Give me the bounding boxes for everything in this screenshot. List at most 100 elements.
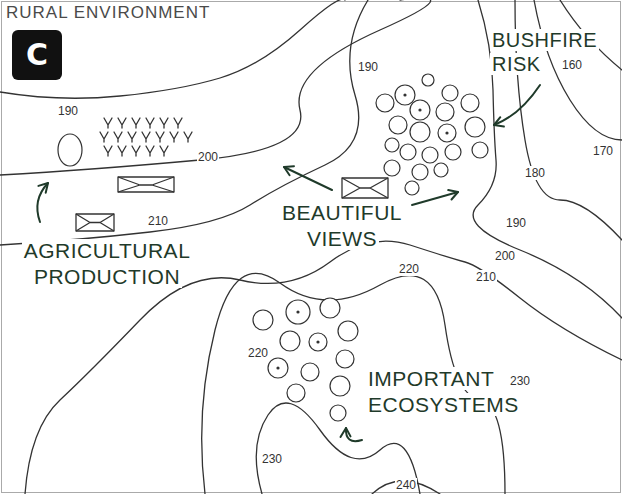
pond-symbol [58,134,82,166]
contour-line [534,0,622,140]
contour-label-box: 210 [475,267,497,285]
tree-symbol [422,74,434,86]
tree-symbol [410,100,430,120]
area-label: IMPORTANT ECOSYSTEMS [366,367,521,416]
house-symbol [76,214,114,231]
contour-label-box: 190 [505,213,527,231]
contour-label: 190 [357,60,379,74]
contour-label-box: 220 [247,343,269,361]
label-box: AGRICULTURAL PRODUCTION [12,238,202,290]
contour-label-box: 200 [494,246,516,264]
tree-symbol [309,333,327,351]
arrow-head [341,428,351,437]
area-label: BEAUTIFUL VIEWS [280,201,404,250]
tree-symbol [330,376,350,396]
tree-symbol [461,94,479,112]
contour-label: 240 [395,478,417,492]
arrow-head [284,166,294,175]
house-symbol [118,177,174,192]
tree-dot [316,340,319,343]
tree-dot [276,366,279,369]
leader-arrow [37,183,48,222]
contour-label-box: 230 [261,449,283,467]
house-roof-lines [76,214,114,231]
tree-symbol [301,363,319,381]
tree-symbol [422,147,438,163]
contour-line [256,403,420,494]
tree-dot [445,131,448,134]
tree-dot [296,310,299,313]
tree-symbol [376,94,394,112]
arrow-head [38,183,48,193]
contour-label: 190 [57,104,79,118]
contour-line [0,0,431,175]
tree-symbol [465,117,485,137]
tree-dot [403,93,406,96]
tree-symbol [336,350,354,368]
leader-arrow [494,85,540,125]
contour-label: 220 [398,262,420,276]
tree-symbol [434,163,448,177]
tree-symbol [253,310,273,330]
tree-symbol [287,384,305,402]
arrow-head [448,190,458,199]
tree-symbol [268,358,288,378]
contour-line [473,0,622,318]
tree-symbol [412,164,428,180]
tree-symbol [442,85,458,101]
leader-arrow [284,167,332,190]
map-title: RURAL ENVIRONMENT [6,3,210,23]
crop-symbols [100,118,192,156]
contour-label: 200 [197,150,219,164]
tree-symbol [400,144,416,160]
tree-symbol [405,181,419,195]
arrow-head [494,117,504,126]
contour-label: 190 [505,216,527,230]
contour-label: 160 [561,58,583,72]
panel-letter-badge: C [12,30,62,80]
tree-symbol [280,331,300,351]
contour-label-box: 190 [357,57,379,75]
tree-symbol [389,116,407,134]
house-symbol [342,178,388,198]
tree-symbol [330,405,346,421]
contour-label: 230 [261,452,283,466]
tree-symbol [384,160,400,176]
contour-label-box: 230 [509,371,531,389]
tree-symbol [472,142,488,158]
house-roof-lines [118,177,174,192]
contour-label-box: 200 [197,147,219,165]
tree-symbol [320,298,340,318]
contour-label-box: 160 [561,55,583,73]
contour-label: 220 [247,346,269,360]
label-box: BEAUTIFUL VIEWS [262,200,422,252]
tree-symbol [445,144,461,160]
contour-label-box: 210 [147,211,169,229]
contour-label: 200 [494,249,516,263]
panel-letter: C [26,40,48,70]
contour-label: 230 [509,374,531,388]
house-roof-lines [342,178,388,198]
contour-label-box: 170 [592,141,614,159]
leader-arrow [346,428,362,441]
tree-symbol [286,300,310,324]
tree-symbol [410,122,430,142]
contour-label-box: 180 [524,163,546,181]
label-box: BUSHFIRE RISK [490,28,614,76]
tree-symbol [436,103,454,121]
contour-label-box: 220 [398,259,420,277]
contour-label: 180 [524,166,546,180]
tree-symbol [338,321,358,341]
contour-line [0,0,345,98]
area-label: AGRICULTURAL PRODUCTION [22,239,193,288]
contour-label: 210 [147,214,169,228]
tree-dot [418,108,421,111]
tree-symbol [395,85,415,105]
contour-label-box: 190 [57,101,79,119]
tree-symbol [438,124,456,142]
tree-symbol [385,138,399,152]
contour-label-box: 240 [395,475,417,493]
contour-label: 170 [592,144,614,158]
contour-label: 210 [475,270,497,284]
